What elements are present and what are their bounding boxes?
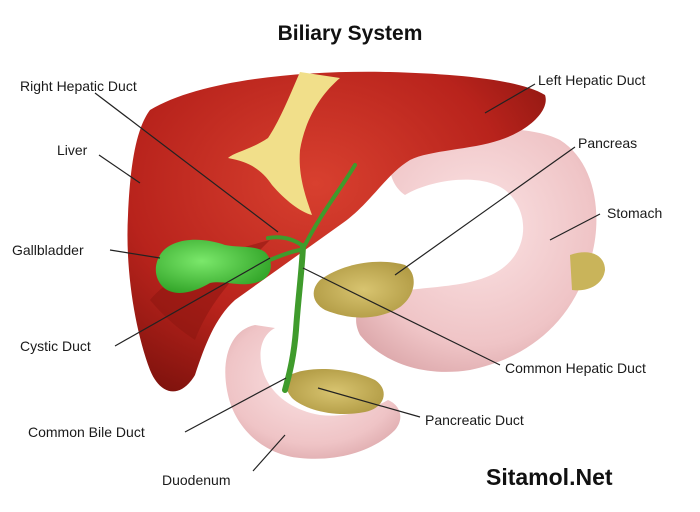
stomach-shape [356, 129, 605, 372]
bile-ducts [263, 163, 357, 393]
leader-line-common-bile-duct [184, 377, 287, 433]
label-common-hepatic-duct: Common Hepatic Duct [505, 360, 646, 376]
label-left-hepatic-duct: Left Hepatic Duct [538, 72, 646, 88]
gallbladder-shape [155, 239, 271, 293]
leader-line-pancreas [394, 146, 576, 276]
label-liver: Liver [57, 142, 88, 158]
label-stomach: Stomach [607, 205, 663, 221]
leader-lines [94, 83, 601, 472]
leader-line-duodenum [252, 434, 286, 472]
leader-line-pancreatic-duct [317, 387, 421, 418]
brand-watermark: Sitamol.Net [486, 464, 613, 490]
label-right-hepatic-duct: Right Hepatic Duct [20, 78, 137, 94]
leader-line-common-hepatic-duct [302, 267, 501, 366]
label-pancreas: Pancreas [578, 135, 638, 151]
falciform-ligament [228, 72, 340, 215]
label-gallbladder: Gallbladder [12, 242, 84, 258]
leader-line-stomach [549, 213, 601, 241]
duodenum-shape [225, 325, 401, 459]
pancreas-shape [286, 261, 414, 415]
label-pancreatic-duct: Pancreatic Duct [425, 412, 524, 428]
leader-line-liver [98, 154, 141, 184]
label-cystic-duct: Cystic Duct [20, 338, 91, 354]
leader-line-cystic-duct [114, 257, 271, 347]
diagram-title: Biliary System [277, 22, 423, 45]
leader-line-gallbladder [109, 249, 161, 259]
leader-line-right-hepatic-duct [94, 92, 279, 233]
label-common-bile-duct: Common Bile Duct [28, 424, 145, 440]
leader-line-left-hepatic-duct [484, 83, 536, 114]
label-duodenum: Duodenum [162, 472, 231, 488]
